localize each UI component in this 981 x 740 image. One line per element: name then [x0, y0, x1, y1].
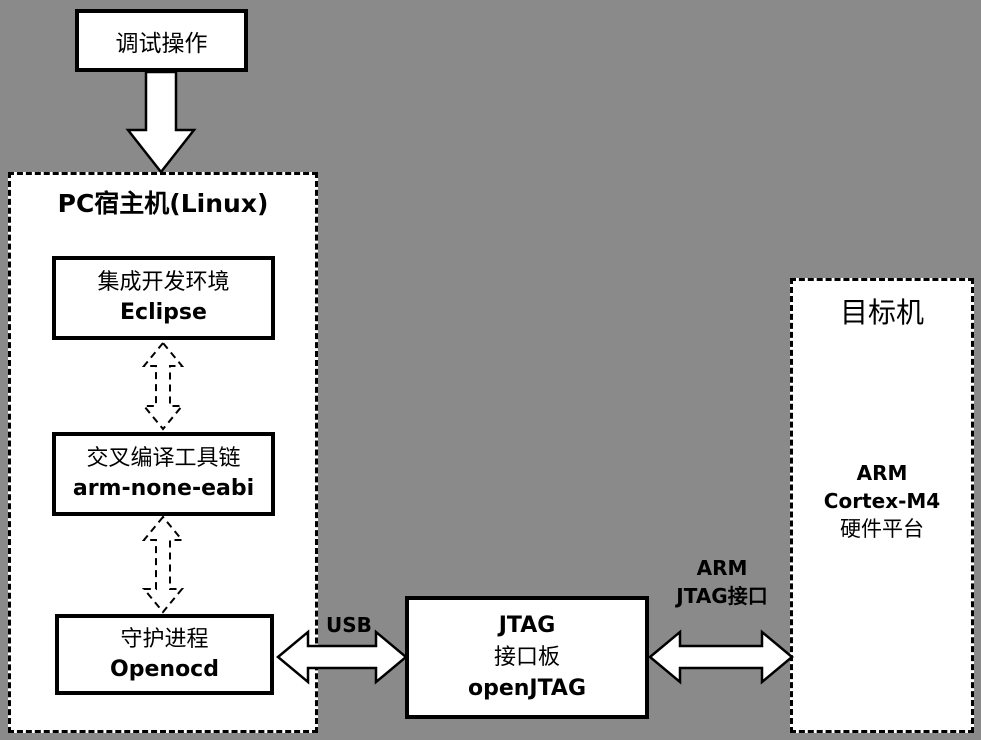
target-machine-content: ARM Cortex-M4 硬件平台 — [793, 459, 971, 543]
arm-jtag-double-arrow-icon — [648, 629, 794, 685]
usb-label: USB — [326, 613, 372, 637]
jtag-interface-box: JTAG 接口板 openJTAG — [405, 596, 649, 719]
cross-toolchain-box: 交叉编译工具链 arm-none-eabi — [52, 432, 275, 516]
daemon-box-line2: Openocd — [110, 656, 219, 682]
debug-operations-box: 调试操作 — [75, 9, 248, 72]
target-machine-title: 目标机 — [839, 296, 924, 329]
target-line3: 硬件平台 — [840, 517, 924, 541]
ide-eclipse-box: 集成开发环境 Eclipse — [52, 256, 275, 340]
arm-jtag-label-line1: ARM — [696, 556, 748, 580]
arm-jtag-label-line2: JTAG接口 — [676, 584, 768, 608]
daemon-box-line1: 守护进程 — [120, 626, 209, 652]
daemon-openocd-box: 守护进程 Openocd — [55, 614, 274, 695]
toolchain-box-line2: arm-none-eabi — [72, 476, 255, 501]
ide-box-line1: 集成开发环境 — [97, 270, 230, 296]
ide-box-line2: Eclipse — [120, 300, 207, 325]
target-line1: ARM — [856, 461, 908, 485]
toolchain-box-line1: 交叉编译工具链 — [86, 446, 241, 472]
debug-to-pc-arrow-icon — [125, 70, 197, 175]
jtag-box-line2: 接口板 — [493, 644, 560, 670]
jtag-box-line3: openJTAG — [467, 676, 586, 702]
target-line2: Cortex-M4 — [823, 489, 941, 513]
pc-host-title: PC宿主机(Linux) — [57, 189, 269, 218]
target-machine-container: 目标机 ARM Cortex-M4 硬件平台 — [790, 278, 974, 733]
arm-jtag-label: ARM JTAG接口 — [652, 554, 792, 610]
debug-operations-label: 调试操作 — [115, 30, 208, 57]
jtag-box-line1: JTAG — [498, 612, 556, 638]
